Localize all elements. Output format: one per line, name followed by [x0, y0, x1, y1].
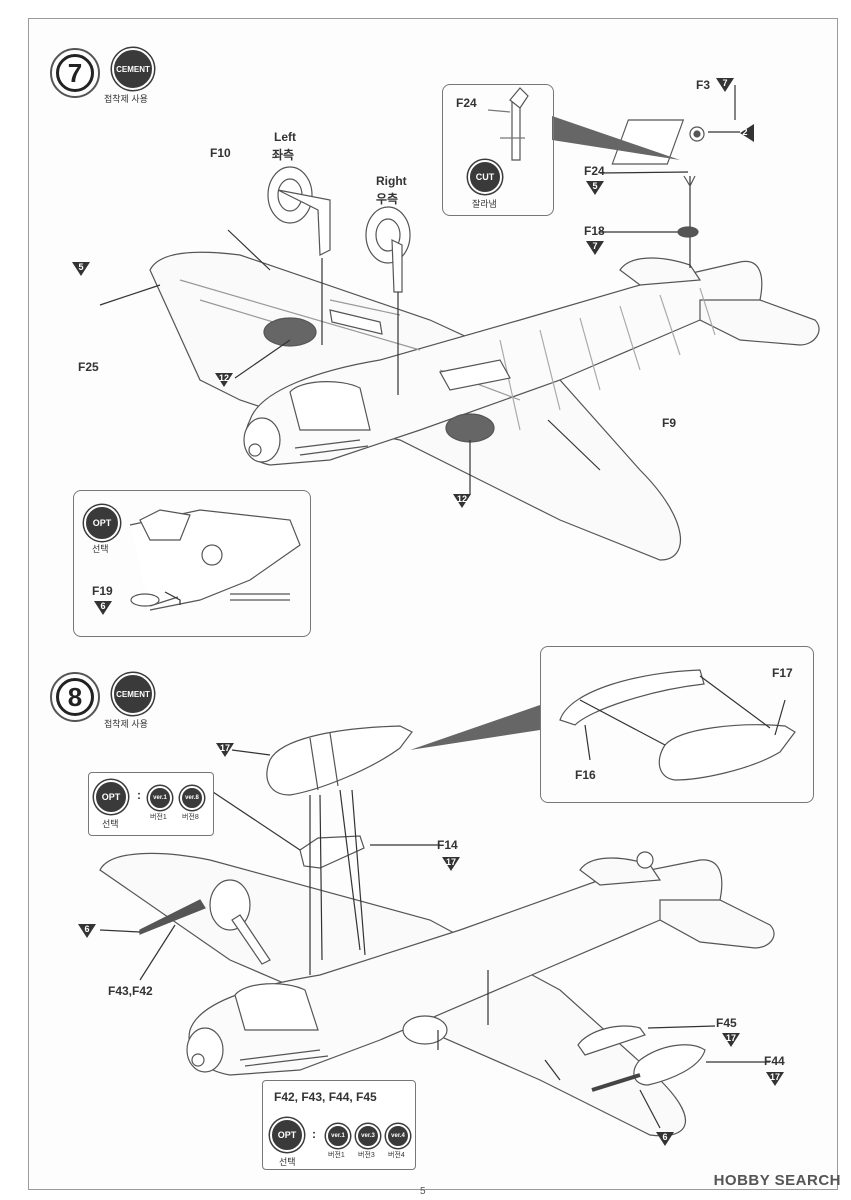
ref-12a-number: 12 [218, 373, 229, 383]
ref-triangle [586, 181, 604, 195]
part-f44: F44 [764, 1054, 785, 1068]
step7-aircraft [99, 85, 820, 561]
ref-f45-number: 17 [725, 1033, 736, 1043]
ver1-badge: ver.1 [148, 786, 172, 810]
cut-inset [442, 84, 554, 216]
part-f10: F10 [210, 146, 231, 160]
left-label-kr: 좌측 [272, 148, 295, 162]
ref-6b-number: 6 [662, 1132, 668, 1142]
ref-triangle [766, 1072, 784, 1086]
ref-triangle [72, 262, 90, 276]
ref-f25-number: 5 [78, 262, 84, 272]
part-f43-f42: F43,F42 [108, 984, 153, 998]
opt-badge: OPT [94, 780, 128, 814]
ref-triangle [215, 373, 233, 387]
part-f19: F19 [92, 584, 113, 598]
ref-f18-number: 7 [592, 241, 598, 251]
part-f24: F24 [584, 164, 605, 178]
cement-caption: 접착제 사용 [104, 94, 148, 104]
opt-colon: : [137, 788, 141, 802]
step-ring [50, 48, 100, 98]
part-f25: F25 [78, 360, 99, 374]
step-number: 7 [56, 54, 94, 92]
ver1-caption: 버전1 [328, 1152, 345, 1159]
cut-caption: 잘라냄 [472, 199, 497, 209]
cut-part-f24: F24 [456, 96, 477, 110]
watermark: HOBBY SEARCH [713, 1172, 841, 1189]
opt-caption: 선택 [102, 819, 119, 829]
ref-triangle [656, 1132, 674, 1146]
opt-inset [73, 490, 311, 637]
ref-triangle [94, 601, 112, 615]
ref-12b-number: 12 [456, 494, 467, 504]
part-f45: F45 [716, 1016, 737, 1030]
ver8-badge: ver.8 [180, 786, 204, 810]
ver1-caption: 버전1 [150, 814, 167, 821]
ref-f3-number-2: 2 [742, 127, 748, 137]
ref-triangle [722, 1033, 740, 1047]
step-ring [50, 672, 100, 722]
cement-badge: CEMENT [112, 48, 154, 90]
ver4-badge: ver.4 [386, 1124, 410, 1148]
opt-colon: : [312, 1127, 316, 1141]
ref-triangle [586, 241, 604, 255]
cement-badge: CEMENT [112, 673, 154, 715]
ref-top-number: 17 [219, 743, 230, 753]
ver3-caption: 버전3 [358, 1152, 375, 1159]
cement-caption: 접착제 사용 [104, 719, 148, 729]
ver4-caption: 버전4 [388, 1152, 405, 1159]
opt-badge: OPT [270, 1118, 304, 1152]
part-f3: F3 [696, 78, 711, 92]
cut-badge: CUT [468, 160, 502, 194]
part-f14: F14 [437, 838, 458, 852]
ver8-caption: 버전8 [182, 814, 199, 821]
left-label: Left [274, 130, 296, 144]
ref-triangle [716, 78, 734, 92]
ref-triangle [216, 743, 234, 757]
part-f18: F18 [584, 224, 605, 238]
part-f16: F16 [575, 768, 596, 782]
ref-triangle [453, 494, 471, 508]
version-box-title: F42, F43, F44, F45 [274, 1090, 377, 1104]
ref-f19-number: 6 [100, 601, 106, 611]
ref-triangle [442, 857, 460, 871]
part-f9: F9 [662, 416, 677, 430]
opt-caption: 선택 [92, 544, 109, 554]
ver3-badge: ver.3 [356, 1124, 380, 1148]
ref-triangle [78, 924, 96, 938]
step8-aircraft [99, 705, 775, 1137]
right-label-kr: 우측 [376, 192, 399, 206]
opt-caption: 선택 [279, 1157, 296, 1167]
ref-f14-number: 17 [445, 857, 456, 867]
ref-f44-number: 17 [769, 1072, 780, 1082]
right-label: Right [376, 174, 407, 188]
step-number: 8 [56, 678, 94, 716]
opt-badge: OPT [84, 505, 120, 541]
page-number: 5 [420, 1186, 426, 1197]
ref-f24-number: 5 [592, 181, 598, 191]
ref-f3-number: 7 [722, 78, 728, 88]
ref-6a-number: 6 [84, 924, 90, 934]
canopy-inset [540, 646, 814, 803]
part-f17: F17 [772, 666, 793, 680]
ver1-badge: ver.1 [326, 1124, 350, 1148]
